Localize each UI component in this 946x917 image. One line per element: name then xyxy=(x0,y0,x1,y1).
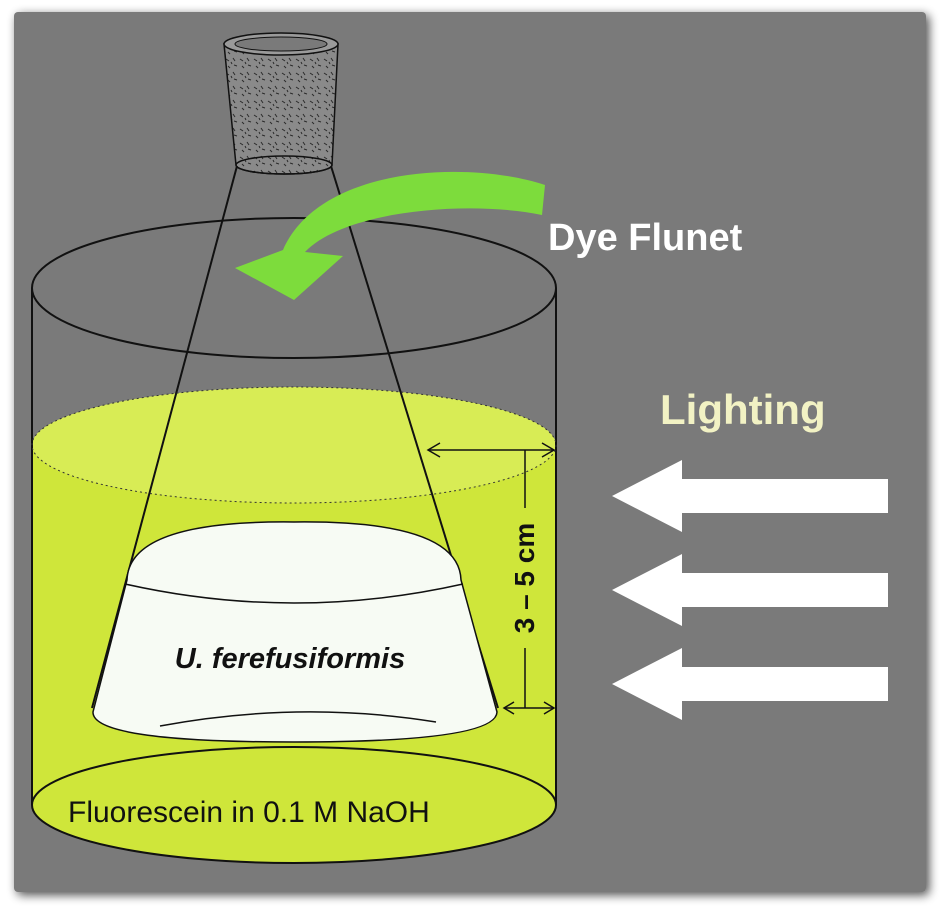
lighting-label: Lighting xyxy=(660,386,826,433)
left-arrow-icon xyxy=(612,460,888,532)
depth-dimension xyxy=(426,442,556,715)
flask xyxy=(91,32,499,743)
culture-medium xyxy=(92,521,498,743)
lighting-arrows xyxy=(612,460,888,720)
left-arrow-icon xyxy=(612,554,888,626)
depth-label: 3 – 5 cm xyxy=(509,523,540,634)
beaker-rim xyxy=(31,217,557,359)
curved-arrow-icon xyxy=(235,171,545,300)
solution-surface xyxy=(32,387,556,503)
dye-flunet-label: Dye Flunet xyxy=(548,217,743,259)
left-arrow-icon xyxy=(612,648,888,720)
beaker-bottom xyxy=(31,746,557,864)
species-label: U. ferefusiformis xyxy=(175,643,405,675)
cotton-plug xyxy=(223,43,339,175)
solution-label: Fluorescein in 0.1 M NaOH xyxy=(68,796,430,829)
